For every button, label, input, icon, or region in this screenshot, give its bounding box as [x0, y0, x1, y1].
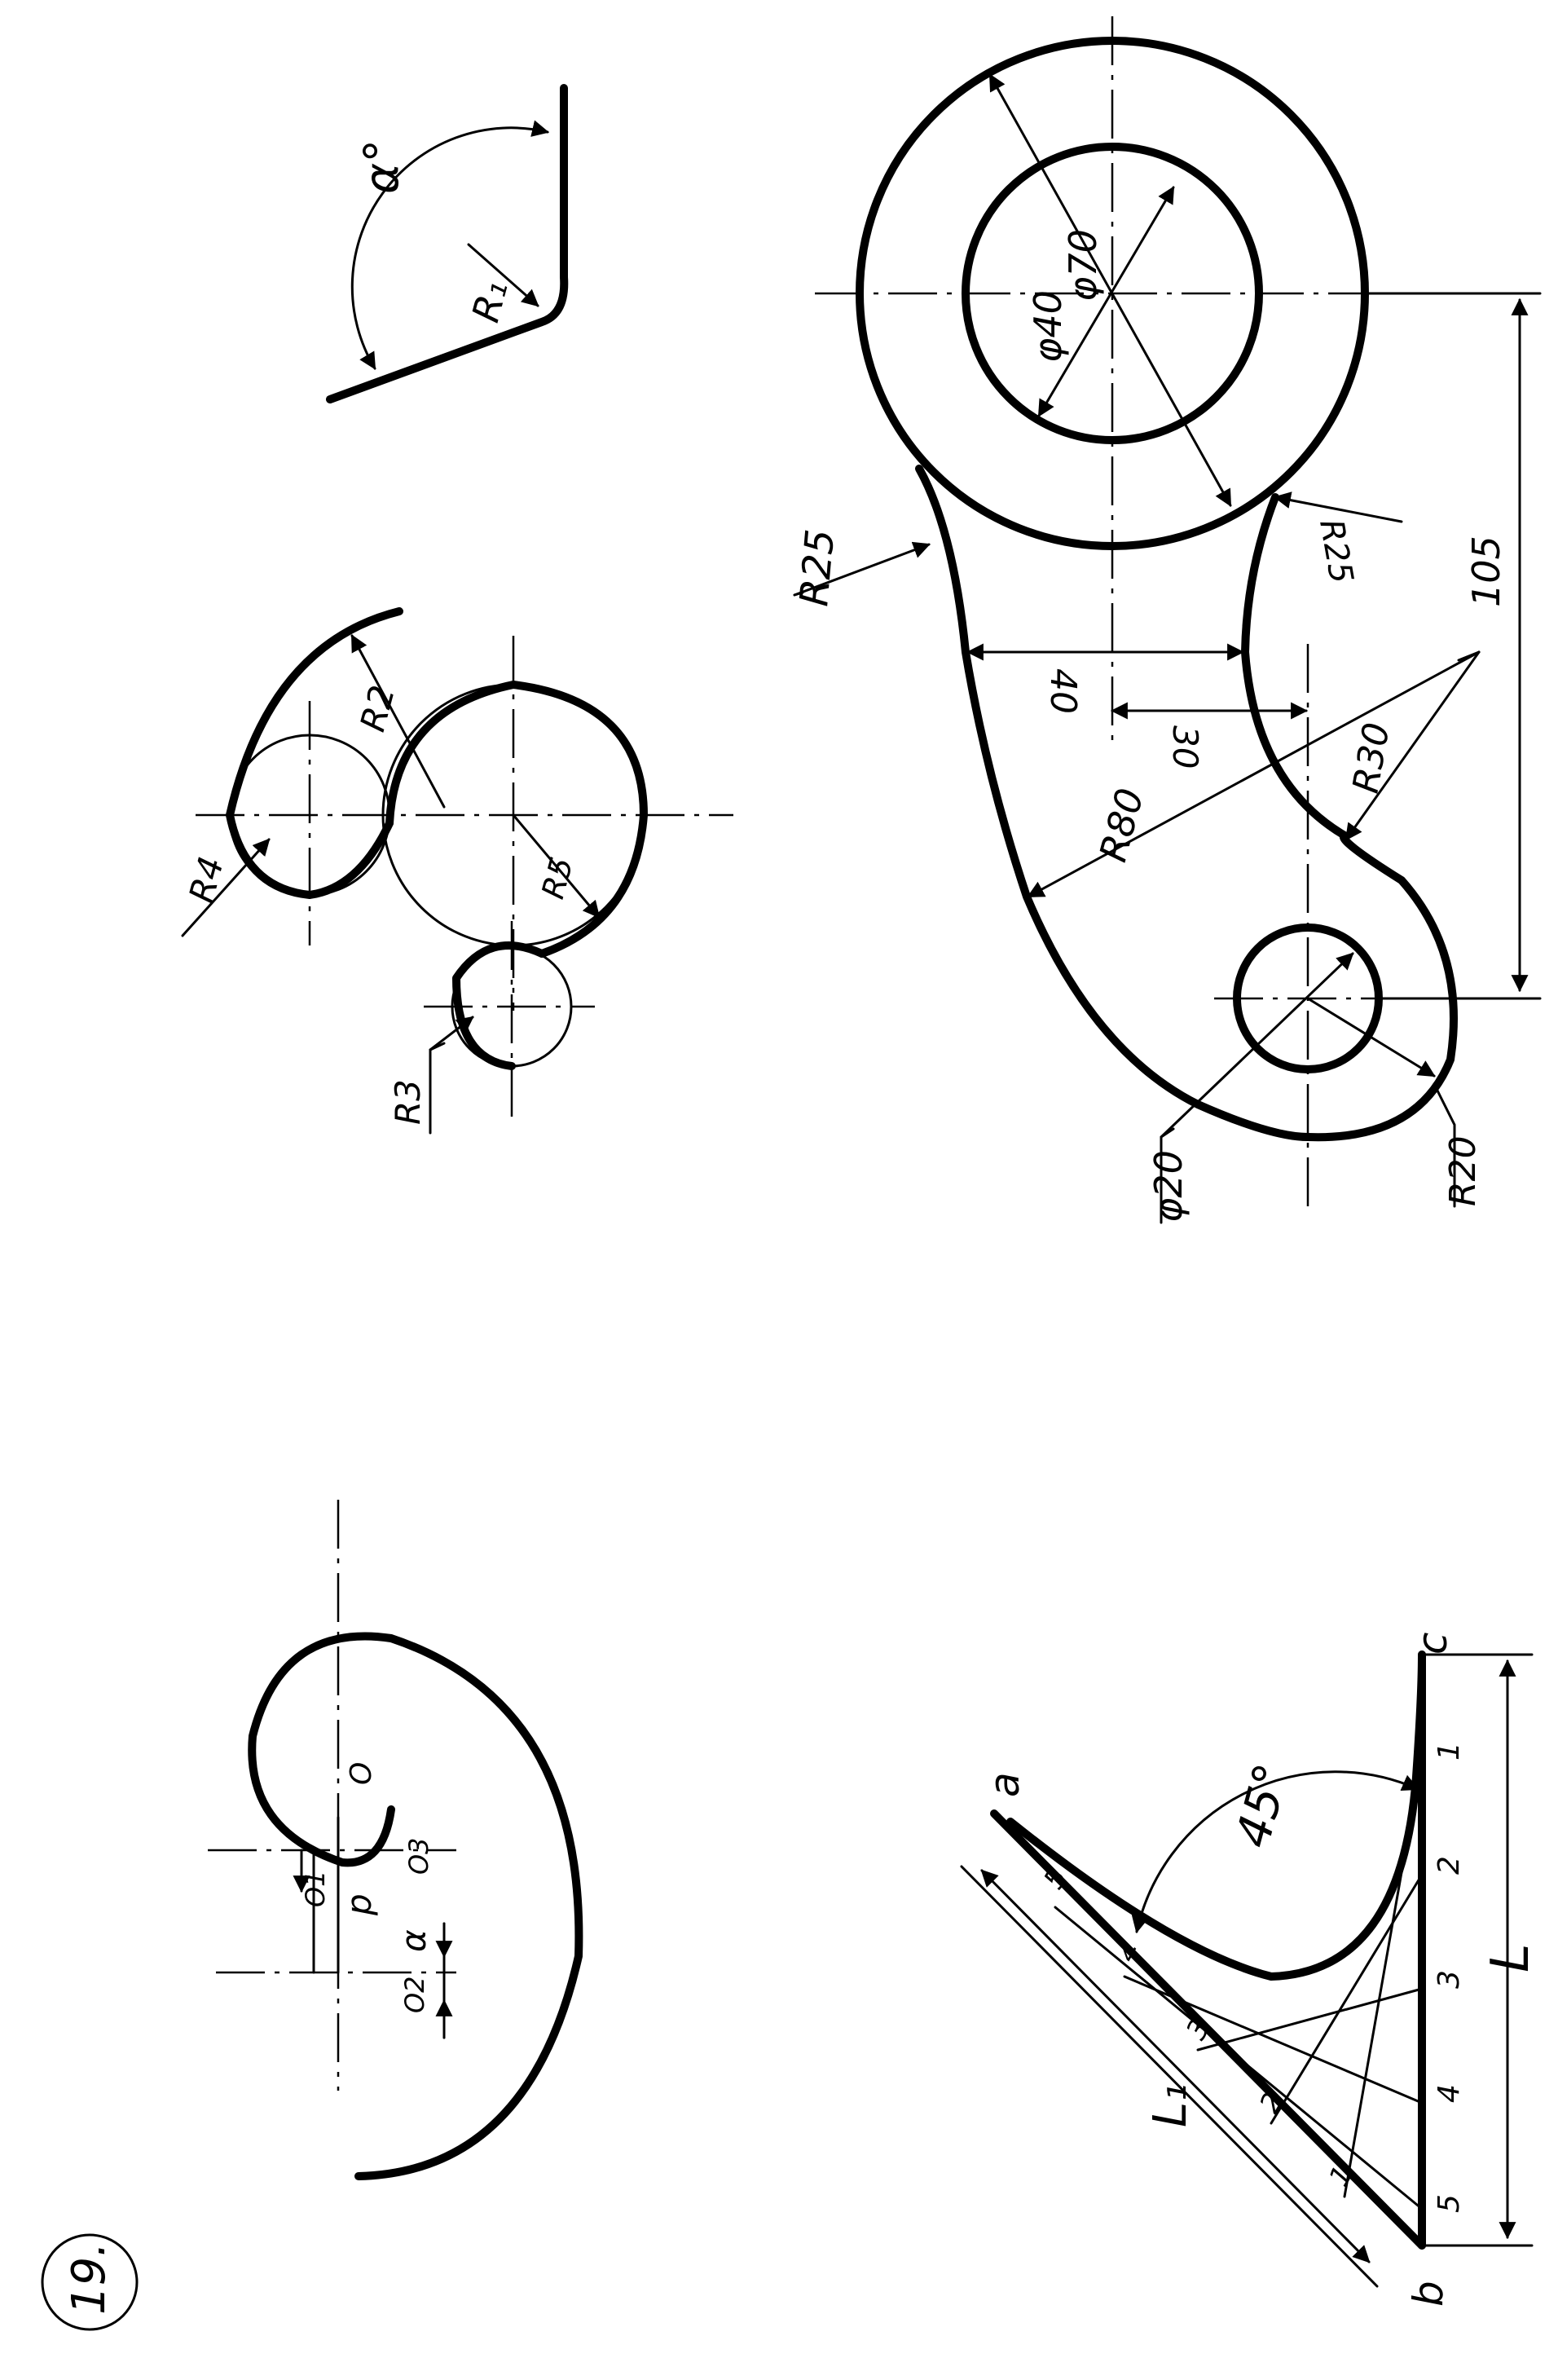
spiral-label-alpha: α	[394, 1929, 434, 1952]
lever-part: φ70 φ40 R25 R25 105 40 30 R80 R30 φ20 R2…	[791, 16, 1542, 1224]
sheet-number-badge: 19.	[41, 2233, 139, 2331]
spiral-label-o2: O2	[399, 1976, 430, 2013]
lever-label-r25-right: R25	[1312, 517, 1360, 586]
lever-label-r20: R20	[1442, 1135, 1484, 1206]
parabola-bottom-tick: 3	[1433, 1970, 1466, 1989]
parabola-bottom-tick: 5	[1433, 2194, 1466, 2213]
lever-label-40: 40	[1042, 668, 1084, 714]
lever-label-r25-left: R25	[791, 527, 843, 608]
lever-label-phi70: φ70	[1061, 229, 1105, 302]
tangent-label-r5: R5	[535, 853, 580, 902]
parabola-bottom-tick: 1	[1433, 1742, 1466, 1761]
lever-label-phi20: φ20	[1146, 1150, 1191, 1223]
sheet-number: 19.	[63, 2242, 116, 2315]
lever-label-phi40: φ40	[1026, 290, 1070, 363]
parabola-bottom-tick: 4	[1433, 2084, 1466, 2103]
tangent-circles-construction: R2 R4 R5 R3	[181, 607, 733, 1135]
parabola-corner-a: a	[981, 1772, 1028, 1797]
bend-angle-label: α°	[354, 139, 409, 194]
tangent-label-r3: R3	[388, 1079, 428, 1125]
parabola-construction: a b c 45° L L₁ 1 2 3 4 5 5 4 3 2 1	[960, 1633, 1541, 2307]
parabola-angle-label: 45°	[1225, 1758, 1300, 1853]
tangent-label-r4: R4	[181, 853, 231, 907]
spiral-construction: O O1 p O2 O3 α	[208, 1500, 583, 2180]
lever-label-105: 105	[1464, 536, 1508, 607]
parabola-bottom-tick: 2	[1433, 1856, 1466, 1875]
parabola-corner-b: b	[1405, 2281, 1452, 2307]
parabola-slant-label: L₁	[1144, 2083, 1197, 2127]
parabola-length-label: L	[1481, 1943, 1541, 1972]
lever-label-30: 30	[1165, 725, 1205, 769]
spiral-label-p: p	[339, 1893, 379, 1916]
spiral-label-o: O	[345, 1762, 378, 1785]
parabola-corner-c: c	[1409, 1633, 1456, 1655]
lever-label-r80: R80	[1090, 783, 1152, 866]
spiral-label-o1: O1	[300, 1870, 331, 1907]
bend-detail: α° R₁	[326, 84, 569, 403]
tangent-label-r2: R2	[352, 681, 403, 736]
bend-radius-label: R₁	[463, 275, 516, 327]
lever-label-r30: R30	[1345, 720, 1398, 796]
spiral-label-o3: O3	[403, 1837, 434, 1875]
